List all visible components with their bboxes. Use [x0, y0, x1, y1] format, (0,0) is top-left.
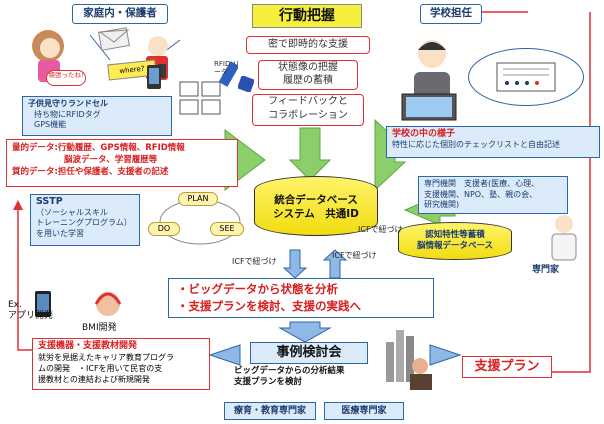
cycle-see: SEE [210, 222, 244, 236]
school-title: 学校の中の様子 [392, 129, 456, 139]
teacher-title: 学校担任 [420, 4, 482, 24]
support-dev-line2: ムの開発 ・ICFを用いて民官の支 [38, 364, 163, 373]
bigdata-box: ・ビッグデータから状態を分析 ・支援プランを検討、支援の実践へ [168, 278, 434, 318]
experts-box: 専門機関 支援者(医療、心理、 支援機関、NPO、塾、親の会、 研究機関) [418, 176, 568, 214]
icf-link-right: ICFで紐づけ [332, 251, 377, 260]
action-item-2a: 状態像の把握 [278, 62, 338, 73]
action-item-2b: 履歴の蓄積 [283, 75, 333, 86]
action-item-2: 状態像の把握 履歴の蓄積 [258, 60, 358, 90]
sstp-line1: （ソーシャルスキル [36, 207, 108, 217]
school-line: 特性に応じた個別のチェックリストと自由記述 [392, 139, 560, 149]
case-desc: ビッグデータからの分析結果 支援プランを検討 [234, 366, 345, 388]
experts-line1: 専門機関 支援者(医療、心理、 [424, 179, 540, 188]
link-line-2 [89, 34, 111, 61]
smartphone-icon [147, 65, 161, 89]
support-dev-line3: 援教材との連結および新規開発 [38, 375, 150, 384]
case-line2: 支援プランを検討 [234, 377, 303, 387]
qual-label: 質的データ: [12, 167, 58, 177]
randoseru-box: 子供見守りランドセル 持ち物にRFIDタグ GPS機能 [22, 96, 172, 136]
specialist-illustration [551, 215, 577, 261]
sstp-box: SSTP （ソーシャルスキル トレーニングプログラム） を用いた学習 [30, 194, 140, 246]
blue-up-arrow [322, 249, 348, 279]
db-line2: システム 共通ID [273, 208, 359, 220]
support-dev-line1: 就労を見据えたキャリア教育プログラ [38, 353, 174, 362]
bigdata-line1: ・ビッグデータから状態を分析 [177, 282, 338, 296]
quant-line2: 脳波データ、学習履歴等 [64, 155, 158, 165]
sstp-line3: を用いた学習 [36, 228, 84, 238]
rfid-reader-label: RFID リーダ [214, 60, 240, 76]
randoseru-line2: GPS機能 [34, 120, 67, 129]
home-guardian-title: 家庭内・保護者 [72, 4, 168, 24]
bubble: 積張ったね! [46, 70, 86, 86]
medical-specialist-box: 医療専門家 [324, 402, 404, 420]
action-item-1: 密で即時的な支援 [246, 36, 370, 54]
chevron-right-icon [429, 344, 462, 366]
rfid-illustration [176, 60, 240, 122]
bmi-headset-icon [94, 292, 122, 316]
cycle-do: DO [148, 222, 180, 236]
action-item-3b: コラボレーション [268, 110, 348, 121]
icf-link-left: ICFで紐づけ [232, 257, 277, 266]
green-arrow-down [288, 127, 332, 181]
blue-down-arrow-2 [278, 321, 332, 343]
red-line-left [17, 208, 32, 351]
smartphone-device-icon [35, 291, 51, 317]
experts-line3: 研究機関) [424, 200, 460, 209]
icf-link-mid: ICFで紐づけ [358, 225, 403, 234]
sstp-line2: トレーニングプログラム） [36, 218, 132, 227]
rfid-tag-icon [238, 76, 254, 92]
action-item-3a: フィードバックと [268, 96, 348, 107]
quant-label: 量的データ: [12, 143, 58, 153]
quant-line1: 行動履歴、GPS情報、RFID情報 [57, 143, 185, 153]
bmi-dev-label: BMI開発 [82, 323, 117, 333]
teacher-illustration [401, 40, 457, 121]
action-item-3: フィードバックと コラボレーション [252, 94, 364, 126]
brain-db-line1: 認知特性等蓄積 [425, 230, 485, 240]
qual-line: 担任や保護者、支援者の記述 [57, 167, 169, 177]
case-title: 事例検討会 [250, 342, 368, 364]
integrated-database: 統合データベース システム 共通ID [254, 176, 378, 236]
school-box: 学校の中の様子 特性に応じた個別のチェックリストと自由記述 [386, 126, 600, 158]
brain-database: 認知特性等蓄積 脳情報データベース [398, 222, 512, 260]
specialist-label: 専門家 [532, 265, 560, 275]
support-dev-title: 支援機器・支援教材開発 [38, 341, 138, 351]
support-dev-box: 支援機器・支援教材開発 就労を見据えたキャリア教育プログラ ムの開発 ・ICFを… [32, 338, 210, 390]
support-plan-box: 支援プラン [462, 356, 552, 378]
data-box: 量的データ:行動履歴、GPS情報、RFID情報 脳波データ、学習履歴等 質的デー… [6, 139, 238, 187]
blue-down-arrow-1 [282, 249, 308, 279]
action-title: 行動把握 [252, 4, 362, 28]
randoseru-line1: 持ち物にRFIDタグ [34, 109, 101, 119]
case-line1: ビッグデータからの分析結果 [234, 366, 345, 376]
randoseru-title: 子供見守りランドセル [28, 99, 108, 108]
bigdata-line2: ・支援プランを検討、支援の実践へ [177, 299, 361, 313]
brain-db-line2: 脳情報データベース [416, 241, 494, 251]
db-line1: 統合データベース [274, 194, 358, 206]
chevron-left-icon [208, 344, 241, 366]
app-dev-label: Ex. アプリ開発 [8, 300, 54, 321]
cycle-plan: PLAN [178, 192, 218, 206]
city-meeting-illustration [386, 330, 432, 390]
experts-line2: 支援機関、NPO、塾、親の会、 [424, 189, 538, 199]
edu-specialist-box: 療育・教育専門家 [224, 402, 316, 420]
sstp-title: SSTP [36, 196, 63, 207]
thought-bubble [468, 48, 584, 106]
